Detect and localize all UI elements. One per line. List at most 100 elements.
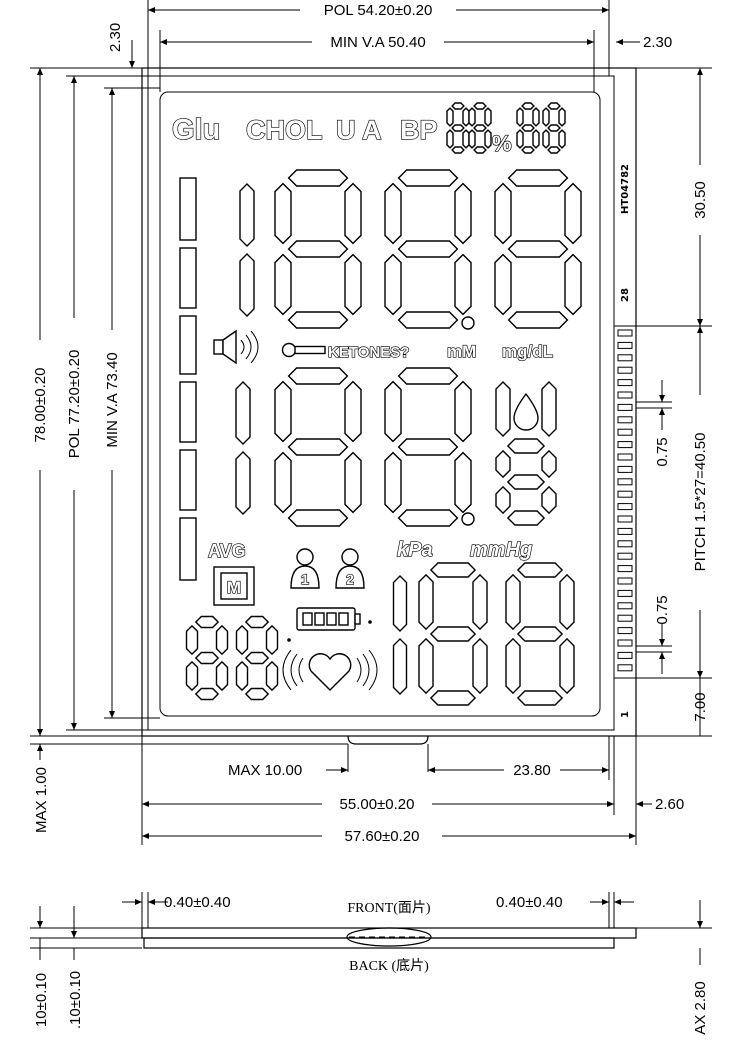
- middle-icons: KETONES? mM mg/dL: [213, 329, 554, 431]
- segment: [451, 102, 465, 110]
- segment: [462, 107, 470, 127]
- bar-seg: [179, 315, 197, 375]
- segment: [287, 240, 349, 258]
- segment: [521, 146, 535, 154]
- pin: [617, 552, 633, 560]
- dim-max-100: MAX 1.00: [33, 767, 50, 833]
- segment: [397, 509, 459, 527]
- segment: [516, 626, 564, 642]
- segment: [215, 624, 229, 656]
- segment: [472, 573, 488, 631]
- segment: [516, 562, 564, 578]
- memory-box-inner: [220, 572, 248, 600]
- pin: [617, 614, 633, 622]
- top-labels: Glu CHOL U A BP: [171, 113, 438, 146]
- dim-5500: 55.00±0.20: [340, 796, 415, 813]
- segment: [484, 107, 492, 127]
- label-front: FRONT(面片): [347, 900, 431, 916]
- segment: [194, 687, 220, 701]
- dot-icon: [368, 620, 372, 624]
- digit-row-2: [235, 367, 557, 527]
- drop-icon: [513, 392, 539, 431]
- pin: [617, 366, 633, 374]
- pin: [617, 565, 633, 573]
- segment: [454, 451, 472, 514]
- pin: [617, 441, 633, 449]
- segment: [495, 449, 511, 479]
- bar-seg: [179, 517, 197, 581]
- dim-pol-width: POL 54.20±0.20: [324, 2, 433, 19]
- segment: [429, 562, 477, 578]
- segment: [397, 311, 459, 329]
- segment: [194, 651, 220, 665]
- segment: [507, 169, 569, 187]
- user-1-icon: 1: [290, 548, 320, 589]
- dim-260: 2.60: [655, 796, 684, 813]
- segment: [446, 129, 454, 149]
- segment: [547, 146, 561, 154]
- segment: [397, 240, 459, 258]
- segment: [239, 183, 255, 247]
- segment: [564, 253, 582, 316]
- segment: [454, 182, 472, 245]
- segment: [397, 367, 459, 385]
- segment: [397, 438, 459, 456]
- digit-row-1: [239, 169, 582, 330]
- segment: [235, 451, 251, 515]
- segment: [516, 690, 564, 706]
- dim-max-280: AX 2.80: [692, 981, 709, 1034]
- segment: [244, 687, 270, 701]
- segment: [287, 367, 349, 385]
- label-kpa: kPa: [397, 539, 433, 561]
- segment: [451, 124, 465, 132]
- segment: [558, 107, 566, 127]
- digit-row-3: [392, 562, 575, 706]
- segment: [287, 438, 349, 456]
- segment: [506, 510, 546, 526]
- pin: [617, 453, 633, 461]
- segment: [516, 129, 524, 149]
- pin: [617, 379, 633, 387]
- dim-right-700: 7.00: [692, 692, 709, 721]
- pin: [617, 627, 633, 635]
- segment: [274, 451, 292, 514]
- dim-2380: 23.80: [513, 762, 551, 779]
- segment: [521, 102, 535, 110]
- segment: [384, 451, 402, 514]
- dim-right-040: 0.40±0.40: [496, 894, 563, 911]
- segment: [505, 573, 521, 631]
- dim-pad-075-a: 0.75: [654, 437, 671, 466]
- pin-1-label: 1: [620, 711, 631, 718]
- bar-seg: [179, 247, 197, 309]
- segment: [495, 381, 511, 437]
- speaker-icon: [213, 329, 259, 365]
- segment: [542, 107, 550, 127]
- pin: [617, 403, 633, 411]
- pin: [617, 490, 633, 498]
- segment: [484, 129, 492, 149]
- segment: [287, 311, 349, 329]
- heart-icon: [282, 649, 378, 691]
- pin-28-label: 28: [620, 288, 631, 302]
- segment: [558, 129, 566, 149]
- segment: [495, 485, 511, 515]
- dim-top-right-230: 2.30: [643, 34, 672, 51]
- segment: [244, 651, 270, 665]
- dim-min-va-width: MIN V.A 50.40: [330, 34, 425, 51]
- segment: [541, 381, 557, 437]
- dim-pad-075-b: 0.75: [654, 595, 671, 624]
- segment: [418, 637, 434, 695]
- pin: [617, 391, 633, 399]
- label-m: M: [227, 578, 241, 597]
- pin: [617, 515, 633, 523]
- decimal-point: [461, 316, 475, 330]
- segment: [454, 380, 472, 443]
- bar-seg: [179, 381, 197, 443]
- segment: [397, 169, 459, 187]
- segment: [265, 624, 279, 656]
- pin: [617, 341, 633, 349]
- segment: [532, 129, 540, 149]
- bar-graph: [179, 177, 197, 581]
- percent-sign: %: [492, 131, 512, 156]
